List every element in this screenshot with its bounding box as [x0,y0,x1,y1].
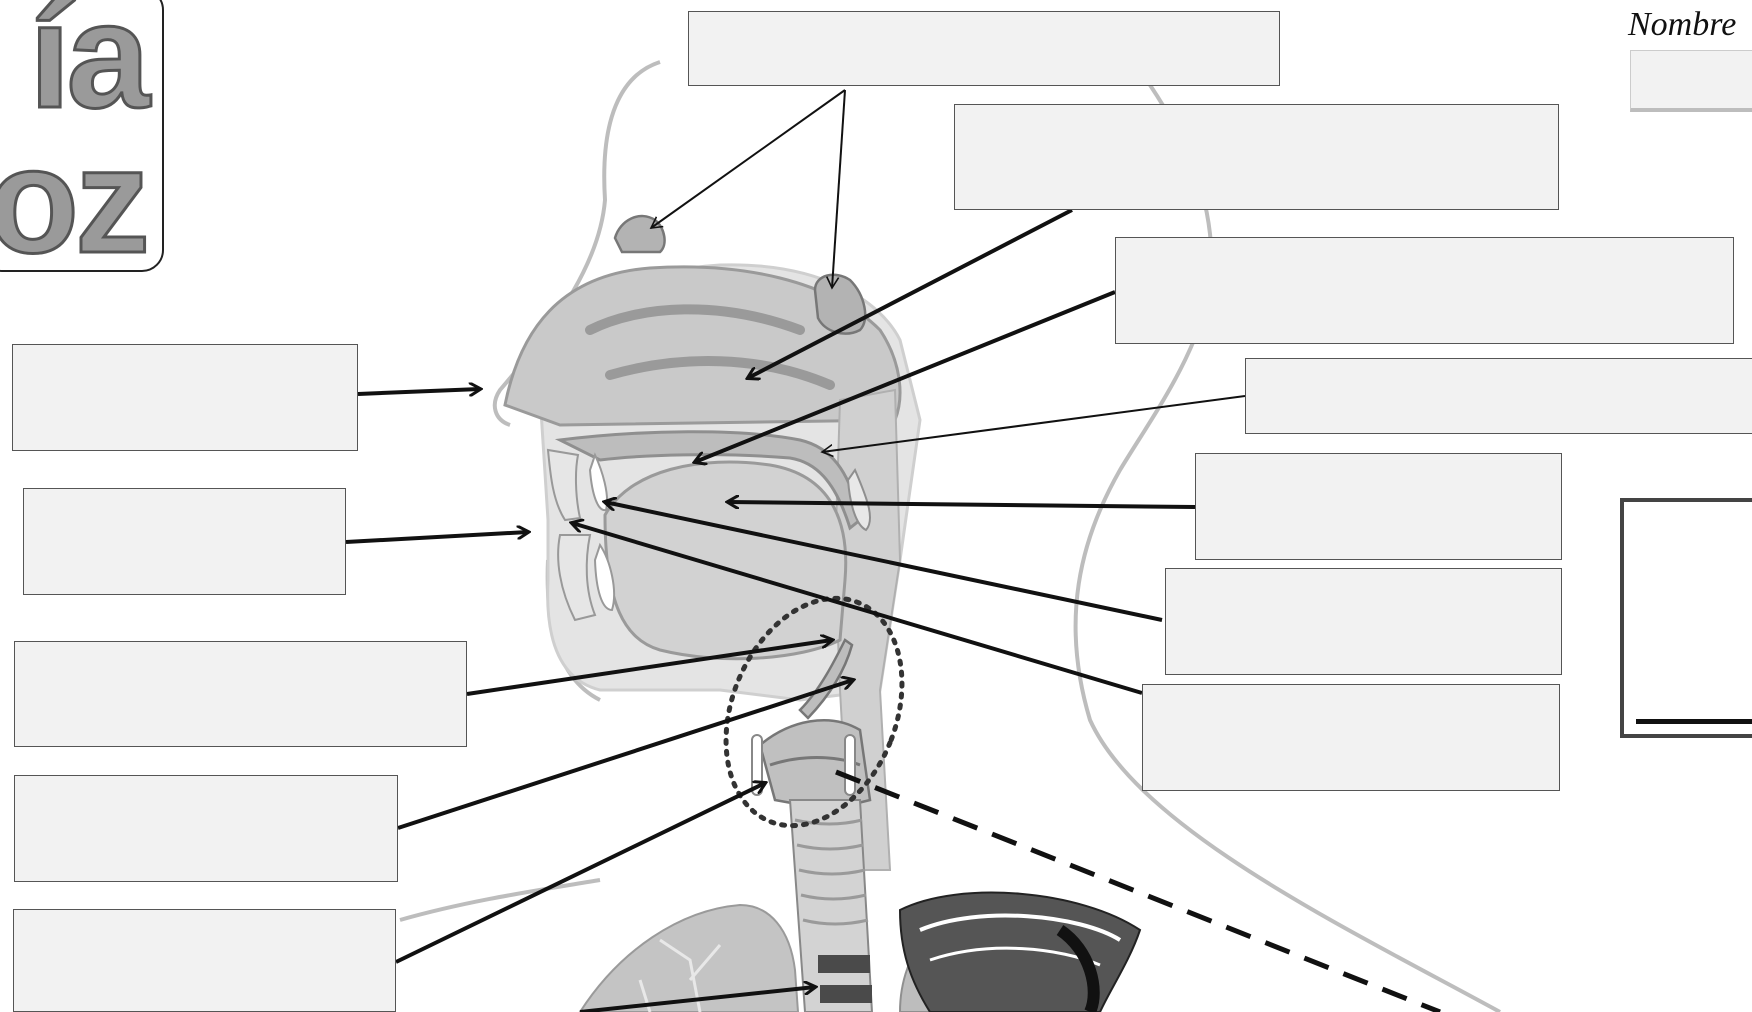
label-box-nasal-cavity[interactable] [954,104,1559,210]
heart [900,893,1140,1012]
worksheet-logo: ía oz [0,0,164,272]
sphenoid-sinus [815,275,865,334]
logo-line-2: oz [0,125,146,272]
label-box-lips[interactable] [1142,684,1560,791]
grade-frame [1620,498,1752,738]
label-box-palate[interactable] [1115,237,1734,344]
name-input-field[interactable] [1630,50,1752,112]
logo-line-1: ía [29,0,146,130]
label-box-sinuses[interactable] [688,11,1280,86]
frontal-sinus [615,216,665,252]
grade-answer-line[interactable] [1636,719,1752,724]
label-box-teeth[interactable] [1165,568,1562,675]
label-box-larynx[interactable] [14,775,398,882]
label-box-tongue[interactable] [1195,453,1562,560]
label-box-uvula[interactable] [1245,358,1752,434]
tongue [605,462,846,659]
label-box-mouth[interactable] [23,488,346,595]
name-label: Nombre [1628,6,1736,44]
label-box-nose[interactable] [12,344,358,451]
trachea [790,800,872,1012]
label-box-vocal-cords[interactable] [13,909,396,1012]
label-box-epiglottis[interactable] [14,641,467,747]
